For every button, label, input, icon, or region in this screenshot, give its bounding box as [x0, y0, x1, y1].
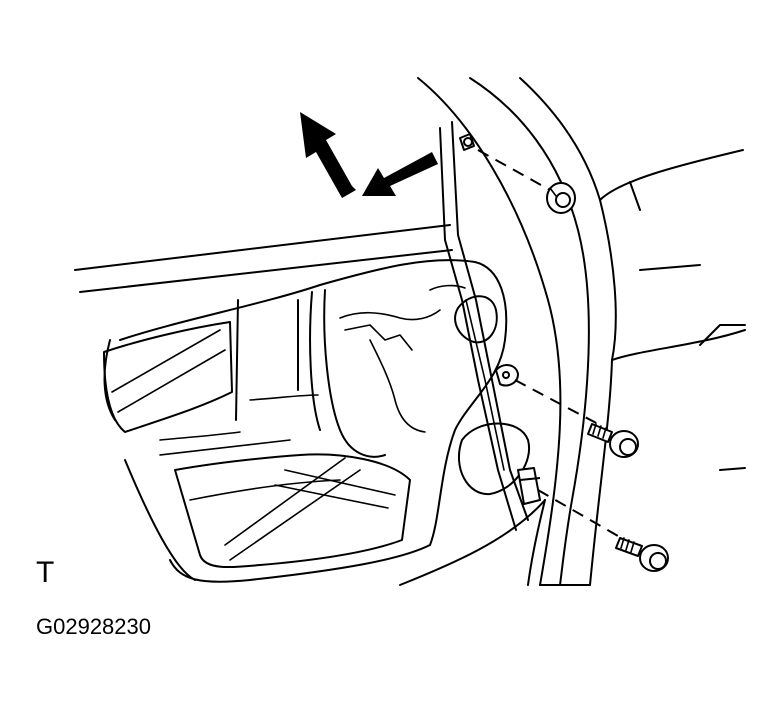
door-panel	[74, 224, 546, 586]
body-pillar	[417, 77, 746, 586]
mount-brackets	[459, 133, 541, 505]
fastener-leader-lines	[477, 149, 626, 541]
bolt-icon	[587, 423, 639, 458]
bolt-icon	[615, 537, 669, 572]
view-code-letter: T	[36, 556, 55, 589]
arrow-up-left-icon	[300, 112, 356, 198]
clip-nut-icon	[546, 182, 576, 214]
door-rear-run-channel	[439, 121, 529, 531]
figure-id: G02928230	[36, 614, 151, 639]
arrow-down-left-icon	[362, 152, 438, 196]
